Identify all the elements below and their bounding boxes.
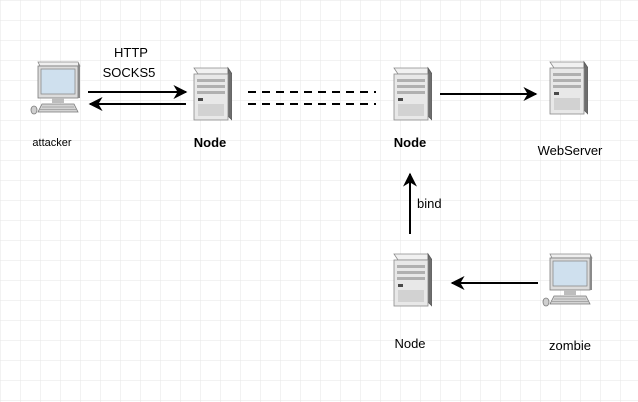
node-left-server-icon: [193, 67, 232, 121]
node-mid-server-icon: [393, 67, 432, 121]
node-left-label: Node: [194, 135, 227, 150]
webserver-server-icon: [549, 61, 588, 115]
protocol-label-http: HTTP: [114, 45, 148, 60]
webserver-label: WebServer: [538, 143, 603, 158]
node-bottom-server-icon: [393, 253, 432, 307]
zombie-label: zombie: [549, 338, 591, 353]
protocol-label-socks5: SOCKS5: [103, 65, 156, 80]
bind-label: bind: [417, 196, 442, 211]
attacker-label: attacker: [32, 137, 71, 149]
node-mid-label: Node: [394, 135, 427, 150]
node-bottom-label: Node: [394, 336, 425, 351]
